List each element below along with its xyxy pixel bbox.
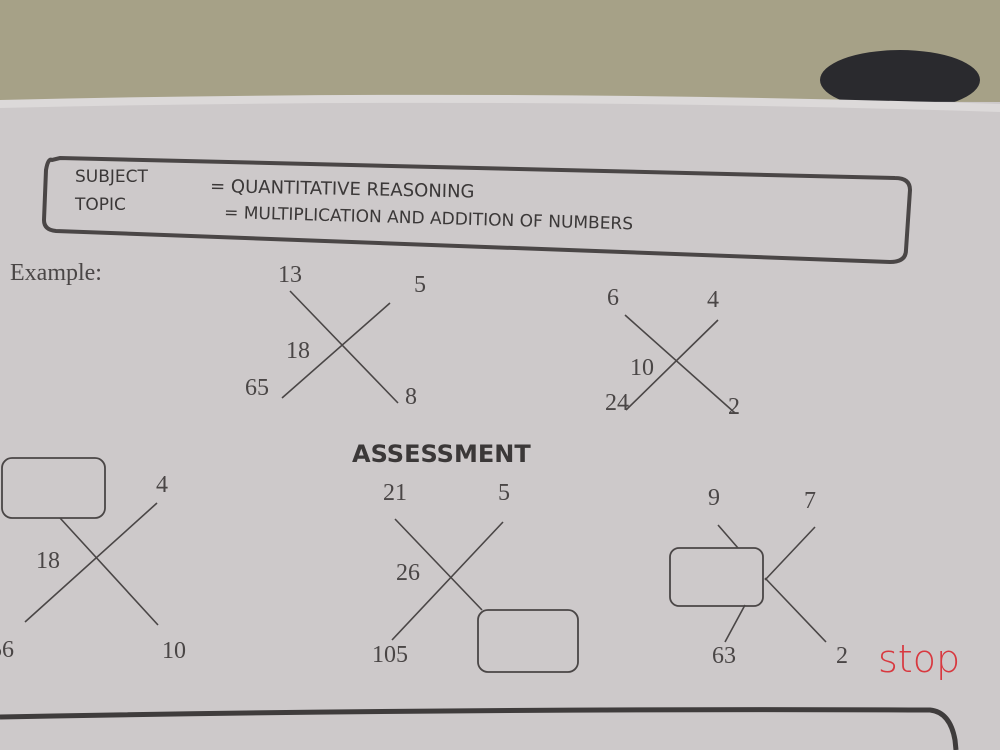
answer-box-top-left[interactable] <box>1 457 106 519</box>
svg-text:5: 5 <box>498 480 510 506</box>
assessment-puzzle-3: 9 7 63 2 <box>669 485 848 669</box>
svg-text:26: 26 <box>396 560 420 586</box>
svg-text:21: 21 <box>383 480 407 506</box>
answer-box-middle[interactable] <box>669 547 764 607</box>
handwritten-stop: stop <box>878 637 960 681</box>
worksheet-page <box>0 100 1000 750</box>
svg-text:63: 63 <box>712 643 736 669</box>
dark-object <box>820 50 980 110</box>
svg-text:56: 56 <box>0 637 14 663</box>
svg-text:5: 5 <box>414 272 426 298</box>
svg-text:4: 4 <box>156 472 168 498</box>
svg-text:65: 65 <box>245 375 269 401</box>
svg-text:10: 10 <box>162 638 186 664</box>
svg-text:2: 2 <box>728 394 740 420</box>
svg-text:105: 105 <box>372 642 408 668</box>
svg-text:6: 6 <box>607 285 619 311</box>
answer-box-bottom-right[interactable] <box>477 609 579 673</box>
svg-text:10: 10 <box>630 355 654 381</box>
svg-text:18: 18 <box>36 548 60 574</box>
next-section-box <box>0 707 959 750</box>
topic-label: TOPIC <box>74 195 126 215</box>
assessment-puzzle-1: 4 18 56 10 <box>0 457 186 664</box>
assessment-title: ASSESSMENT <box>352 440 531 468</box>
svg-text:13: 13 <box>278 262 302 288</box>
svg-text:9: 9 <box>708 485 720 511</box>
svg-text:24: 24 <box>605 390 629 416</box>
subject-label: SUBJECT <box>75 167 149 187</box>
svg-text:8: 8 <box>405 384 417 410</box>
svg-text:4: 4 <box>707 287 719 313</box>
example-puzzle-1: 13 5 18 65 8 <box>245 262 426 410</box>
example-puzzle-2: 6 4 10 24 2 <box>605 285 740 420</box>
example-label: Example: <box>10 260 102 286</box>
assessment-puzzle-2: 21 5 26 105 <box>372 480 579 673</box>
svg-text:2: 2 <box>836 643 848 669</box>
svg-text:7: 7 <box>804 488 816 514</box>
svg-text:18: 18 <box>286 338 310 364</box>
